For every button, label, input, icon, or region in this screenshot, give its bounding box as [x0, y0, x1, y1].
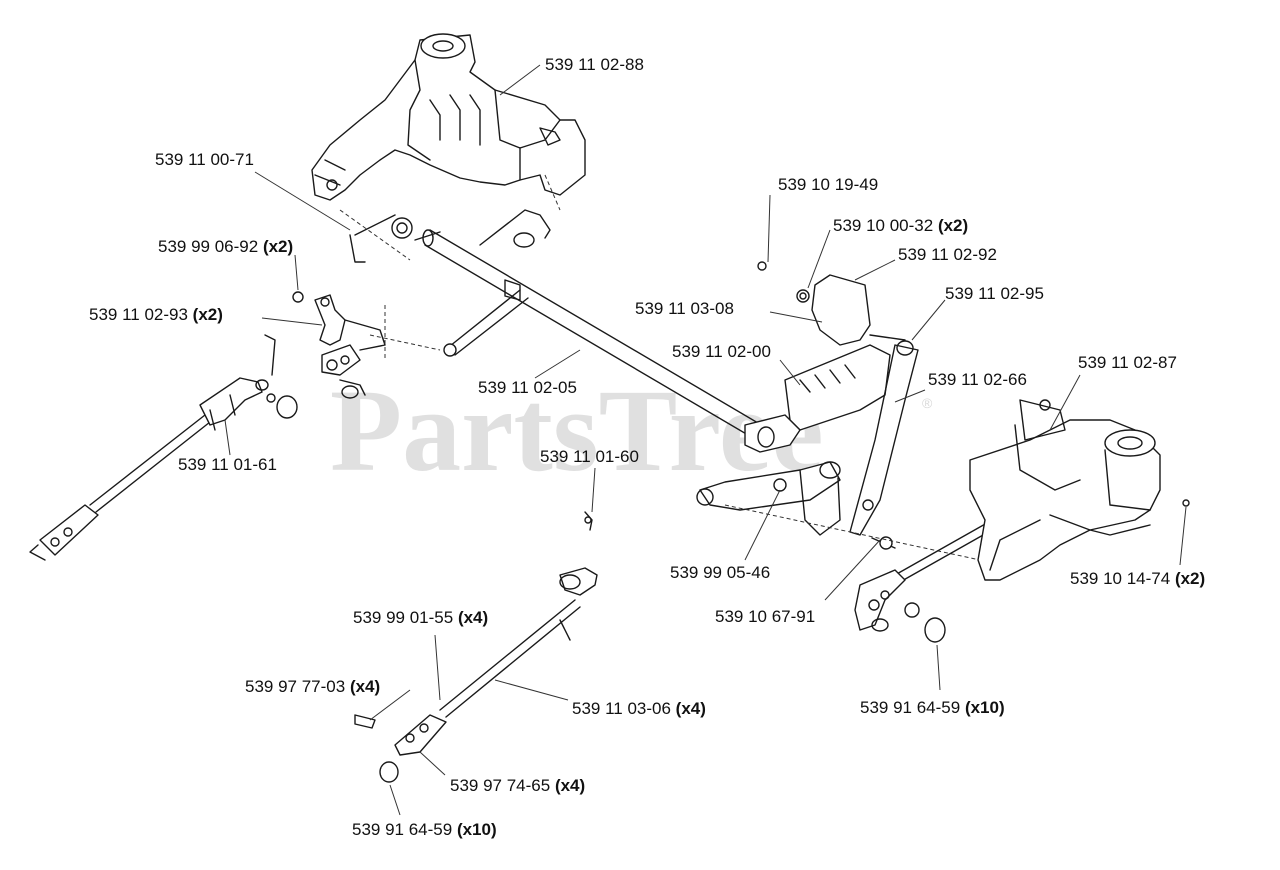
callout-539-11-03-08[interactable]: 539 11 03-08: [635, 299, 734, 318]
callout-539-11-01-60[interactable]: 539 11 01-60: [540, 447, 639, 466]
callout-539-99-01-55[interactable]: 539 99 01-55 (x4): [353, 608, 488, 627]
callout-539-11-00-71[interactable]: 539 11 00-71: [155, 150, 254, 169]
callout-539-91-64-59-bottom[interactable]: 539 91 64-59 (x10): [352, 820, 497, 839]
callout-539-97-77-03[interactable]: 539 97 77-03 (x4): [245, 677, 380, 696]
callout-539-10-19-49[interactable]: 539 10 19-49: [778, 175, 878, 194]
left-rod: [29, 377, 298, 561]
center-bracket: [744, 261, 919, 536]
callout-539-11-02-95[interactable]: 539 11 02-95: [945, 284, 1044, 303]
right-rod: [854, 509, 1016, 643]
callout-539-11-02-93[interactable]: 539 11 02-93 (x2): [89, 305, 223, 324]
callout-539-11-02-66[interactable]: 539 11 02-66: [928, 370, 1027, 389]
left-arm: [264, 291, 441, 399]
watermark-trademark: ®: [922, 395, 933, 411]
callout-539-10-14-74[interactable]: 539 10 14-74 (x2): [1070, 569, 1205, 588]
callout-539-11-02-92[interactable]: 539 11 02-92: [898, 245, 997, 264]
bracket-upper-left: [311, 33, 586, 201]
line-art: [29, 33, 1190, 783]
callout-539-99-05-46[interactable]: 539 99 05-46: [670, 563, 770, 582]
callout-539-91-64-59-right[interactable]: 539 91 64-59 (x10): [860, 698, 1005, 717]
callout-539-11-02-88[interactable]: 539 11 02-88: [545, 55, 644, 74]
callout-539-11-02-05[interactable]: 539 11 02-05: [478, 378, 577, 397]
bracket-right: [969, 399, 1190, 581]
spring-link: [339, 174, 561, 357]
callout-539-11-01-61[interactable]: 539 11 01-61: [178, 455, 277, 474]
callout-539-99-06-92[interactable]: 539 99 06-92 (x2): [158, 237, 293, 256]
callout-539-11-03-06[interactable]: 539 11 03-06 (x4): [572, 699, 706, 718]
callout-539-11-02-87[interactable]: 539 11 02-87: [1078, 353, 1177, 372]
leader-lines: [224, 64, 1187, 816]
callout-labels: 539 11 02-88 539 11 00-71 539 10 19-49 5…: [89, 55, 1205, 839]
bottom-rod: [354, 511, 598, 783]
callout-539-10-00-32[interactable]: 539 10 00-32 (x2): [833, 216, 968, 235]
lower-links: [696, 461, 981, 561]
callout-539-97-74-65[interactable]: 539 97 74-65 (x4): [450, 776, 585, 795]
callout-539-11-02-00[interactable]: 539 11 02-00: [672, 342, 771, 361]
callout-539-10-67-91[interactable]: 539 10 67-91: [715, 607, 815, 626]
